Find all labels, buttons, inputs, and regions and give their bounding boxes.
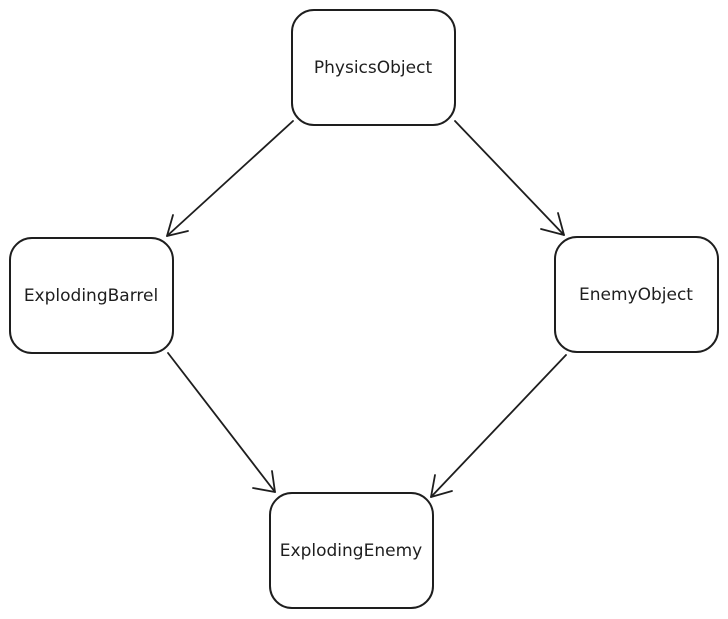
edge-enemy-to-exploding-enemy <box>430 354 567 498</box>
node-label-exploding-barrel: ExplodingBarrel <box>24 286 158 306</box>
node-enemy-object[interactable]: EnemyObject <box>554 236 719 353</box>
node-exploding-barrel[interactable]: ExplodingBarrel <box>9 237 174 354</box>
node-label-enemy-object: EnemyObject <box>579 285 693 305</box>
node-exploding-enemy[interactable]: ExplodingEnemy <box>269 492 434 609</box>
node-label-exploding-enemy: ExplodingEnemy <box>280 541 422 561</box>
edge-physics-to-barrel <box>166 120 294 237</box>
edge-barrel-to-exploding-enemy <box>167 352 276 493</box>
node-label-physics-object: PhysicsObject <box>314 58 433 78</box>
edge-physics-to-enemy <box>454 120 565 236</box>
node-physics-object[interactable]: PhysicsObject <box>291 9 456 126</box>
